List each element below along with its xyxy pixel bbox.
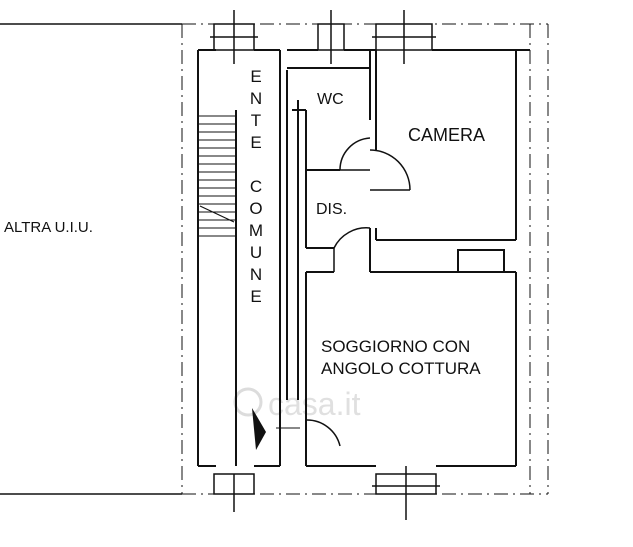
property-lines: [181, 23, 549, 495]
watermark: casa.it: [233, 386, 361, 422]
common-area-label: ENTE COMUNE: [247, 67, 266, 309]
stairs: [198, 115, 236, 237]
watermark-text: casa.it: [268, 386, 361, 422]
windows: [210, 10, 440, 520]
neighbor-unit-label: ALTRA U.I.U.: [4, 219, 93, 236]
dis-label: DIS.: [316, 201, 347, 218]
walls: [197, 49, 530, 467]
wc-label: WC: [317, 91, 344, 108]
doors: [305, 137, 411, 447]
neighbor-unit: [0, 23, 182, 495]
camera-label: CAMERA: [408, 125, 485, 145]
living-label-line2: ANGOLO COTTURA: [321, 359, 481, 378]
entrance-arrow-icon: [252, 408, 300, 450]
living-label-line1: SOGGIORNO CON: [321, 337, 470, 356]
